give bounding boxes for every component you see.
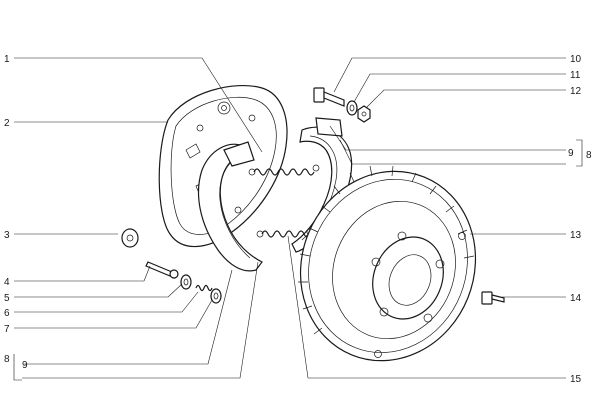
bolt-10 <box>313 87 345 107</box>
callout-4: 4 <box>4 277 10 288</box>
callout-11: 11 <box>570 70 581 81</box>
hold-spring-6 <box>195 284 213 292</box>
callout-7: 7 <box>4 324 10 335</box>
leader-lines <box>13 57 583 381</box>
right-brake-shoe <box>291 117 353 253</box>
callout-14: 14 <box>570 293 582 304</box>
cup-washer-5 <box>180 274 192 290</box>
callout-6: 6 <box>4 308 10 319</box>
washer-11 <box>346 100 358 116</box>
pin-4 <box>145 261 179 279</box>
callout-9-left: 9 <box>22 360 28 371</box>
cup-washer-7 <box>210 288 222 304</box>
callout-5: 5 <box>4 293 10 304</box>
callout-1: 1 <box>4 54 10 65</box>
callout-8-right: 8 <box>586 150 592 161</box>
adjuster-cap-3 <box>121 228 139 248</box>
callout-labels: 1 2 3 4 5 6 7 8 9 10 11 12 9 8 13 14 15 <box>4 54 592 385</box>
callout-3: 3 <box>4 230 10 241</box>
callout-15: 15 <box>570 374 582 385</box>
callout-10: 10 <box>570 54 582 65</box>
upper-return-spring <box>248 164 320 176</box>
nut-12 <box>357 105 371 123</box>
callout-8-left: 8 <box>4 354 10 365</box>
brake-drum <box>298 165 477 362</box>
left-brake-shoe <box>197 141 263 272</box>
callout-13: 13 <box>570 230 582 241</box>
callout-2: 2 <box>4 118 10 129</box>
callout-12: 12 <box>570 86 582 97</box>
bolt-14 <box>481 291 505 305</box>
callout-9-right: 9 <box>568 148 574 159</box>
